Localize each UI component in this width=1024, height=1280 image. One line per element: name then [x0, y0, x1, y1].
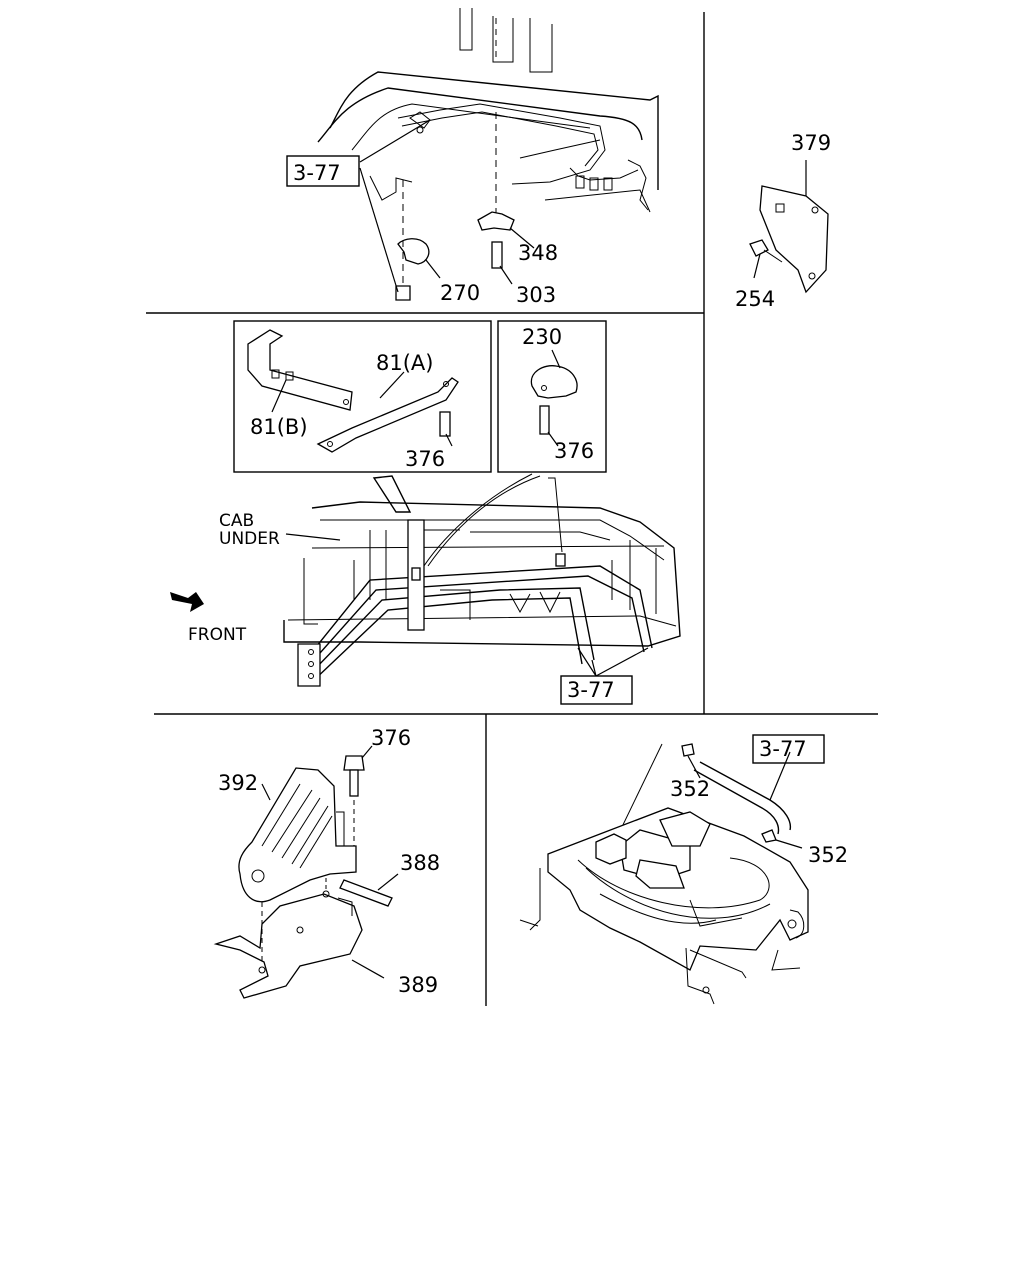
front-label: FRONT — [188, 625, 247, 645]
part-352-lower-label: 352 — [808, 843, 848, 867]
pedal-assembly-view — [213, 745, 399, 999]
part-379-label: 379 — [791, 131, 831, 155]
part-303-label: 303 — [516, 283, 556, 307]
part-254-label: 254 — [735, 287, 775, 311]
part-376-pedal-label: 376 — [371, 726, 411, 750]
part-388-label: 388 — [400, 851, 440, 875]
ref-box-3-77-bottom — [752, 734, 825, 764]
part-376-inset-label: 376 — [405, 447, 445, 471]
panel-dividers — [146, 12, 878, 1006]
inset-box-clip — [497, 320, 607, 473]
labels: CAB UNDER FRONT — [188, 511, 280, 645]
ref-3-77-bottom-label: 3-77 — [759, 737, 807, 761]
ref-box-3-77-mid — [560, 675, 633, 705]
part-270-label: 270 — [440, 281, 480, 305]
cab-under-view — [170, 320, 681, 705]
callouts: 3-77 348 270 303 379 254 81(A) 81(B) 376… — [218, 131, 848, 997]
front-arrow-icon — [170, 592, 204, 612]
part-348-label: 348 — [518, 241, 558, 265]
ref-3-77-mid-label: 3-77 — [567, 678, 615, 702]
part-352-upper-label: 352 — [670, 777, 710, 801]
cab-label: CAB — [219, 511, 254, 531]
part-81b-label: 81(B) — [250, 415, 308, 439]
under-label: UNDER — [219, 529, 280, 549]
bracket-379-view — [749, 160, 829, 294]
part-389-label: 389 — [398, 973, 438, 997]
part-230-label: 230 — [522, 325, 562, 349]
inset-box-brackets — [233, 320, 492, 473]
part-392-label: 392 — [218, 771, 258, 795]
ref-box-3-77-top — [286, 155, 360, 187]
pump-assembly-view — [519, 734, 825, 1005]
ref-3-77-top-label: 3-77 — [293, 161, 341, 185]
part-81a-label: 81(A) — [376, 351, 433, 375]
frame-underside-view — [286, 8, 659, 301]
part-376-clip-label: 376 — [554, 439, 594, 463]
